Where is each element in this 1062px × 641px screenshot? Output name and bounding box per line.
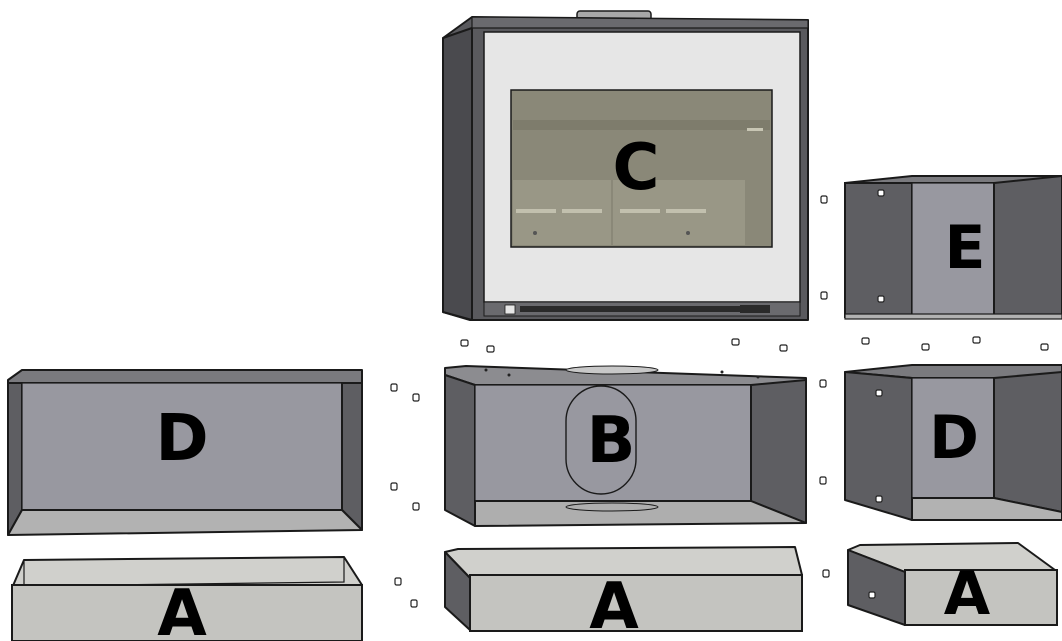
left-cabinet-d: D bbox=[7, 369, 363, 536]
connector-screws bbox=[390, 195, 1049, 608]
center-cabinet-b: B bbox=[444, 365, 807, 527]
label-a-right: A bbox=[944, 559, 991, 629]
label-d-left: D bbox=[155, 402, 208, 476]
right-plinth-a: A bbox=[847, 542, 1058, 629]
label-b: B bbox=[587, 404, 636, 478]
right-cabinet-e: E bbox=[844, 175, 1062, 320]
right-cabinet-d: D bbox=[844, 364, 1062, 521]
label-a-center: A bbox=[589, 570, 639, 641]
center-plinth-a: A bbox=[444, 546, 803, 641]
label-c: C bbox=[613, 131, 660, 205]
label-a-left: A bbox=[157, 577, 207, 641]
label-e: E bbox=[945, 213, 986, 283]
left-plinth-a: A bbox=[11, 556, 363, 641]
stove-module-c: C bbox=[442, 10, 809, 321]
label-d-right: D bbox=[929, 403, 979, 473]
